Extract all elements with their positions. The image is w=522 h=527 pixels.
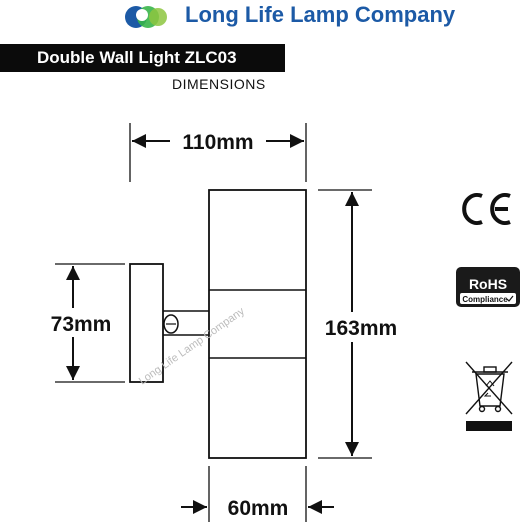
header: Long Life Lamp Company: [0, 0, 522, 34]
lamp-body: [208, 189, 307, 459]
company-logo-icon: [125, 6, 167, 28]
height-label: 163mm: [325, 317, 397, 340]
brand-name: Long Life Lamp Company: [185, 2, 456, 27]
bracket-height-label: 73mm: [51, 313, 112, 336]
rohs-badge: RoHS Compliance: [456, 267, 520, 307]
dimensions-subtitle: DIMENSIONS: [172, 76, 266, 92]
rohs-check-icon: [506, 295, 514, 302]
title-bar: [0, 44, 285, 72]
overall-width-label: 110mm: [182, 131, 253, 154]
crossed-bin-weee-icon: [465, 361, 513, 415]
wall-bracket-plate: [129, 263, 164, 383]
rohs-title: RoHS: [469, 276, 507, 292]
body-width-label: 60mm: [228, 497, 289, 520]
weee-bar: [466, 421, 512, 431]
rohs-compliance-label: Compliance: [462, 295, 508, 304]
watermark-text: Long Life Lamp Company: [137, 305, 247, 387]
ce-mark-icon: [462, 193, 511, 225]
product-title: Double Wall Light ZLC03: [37, 48, 237, 67]
